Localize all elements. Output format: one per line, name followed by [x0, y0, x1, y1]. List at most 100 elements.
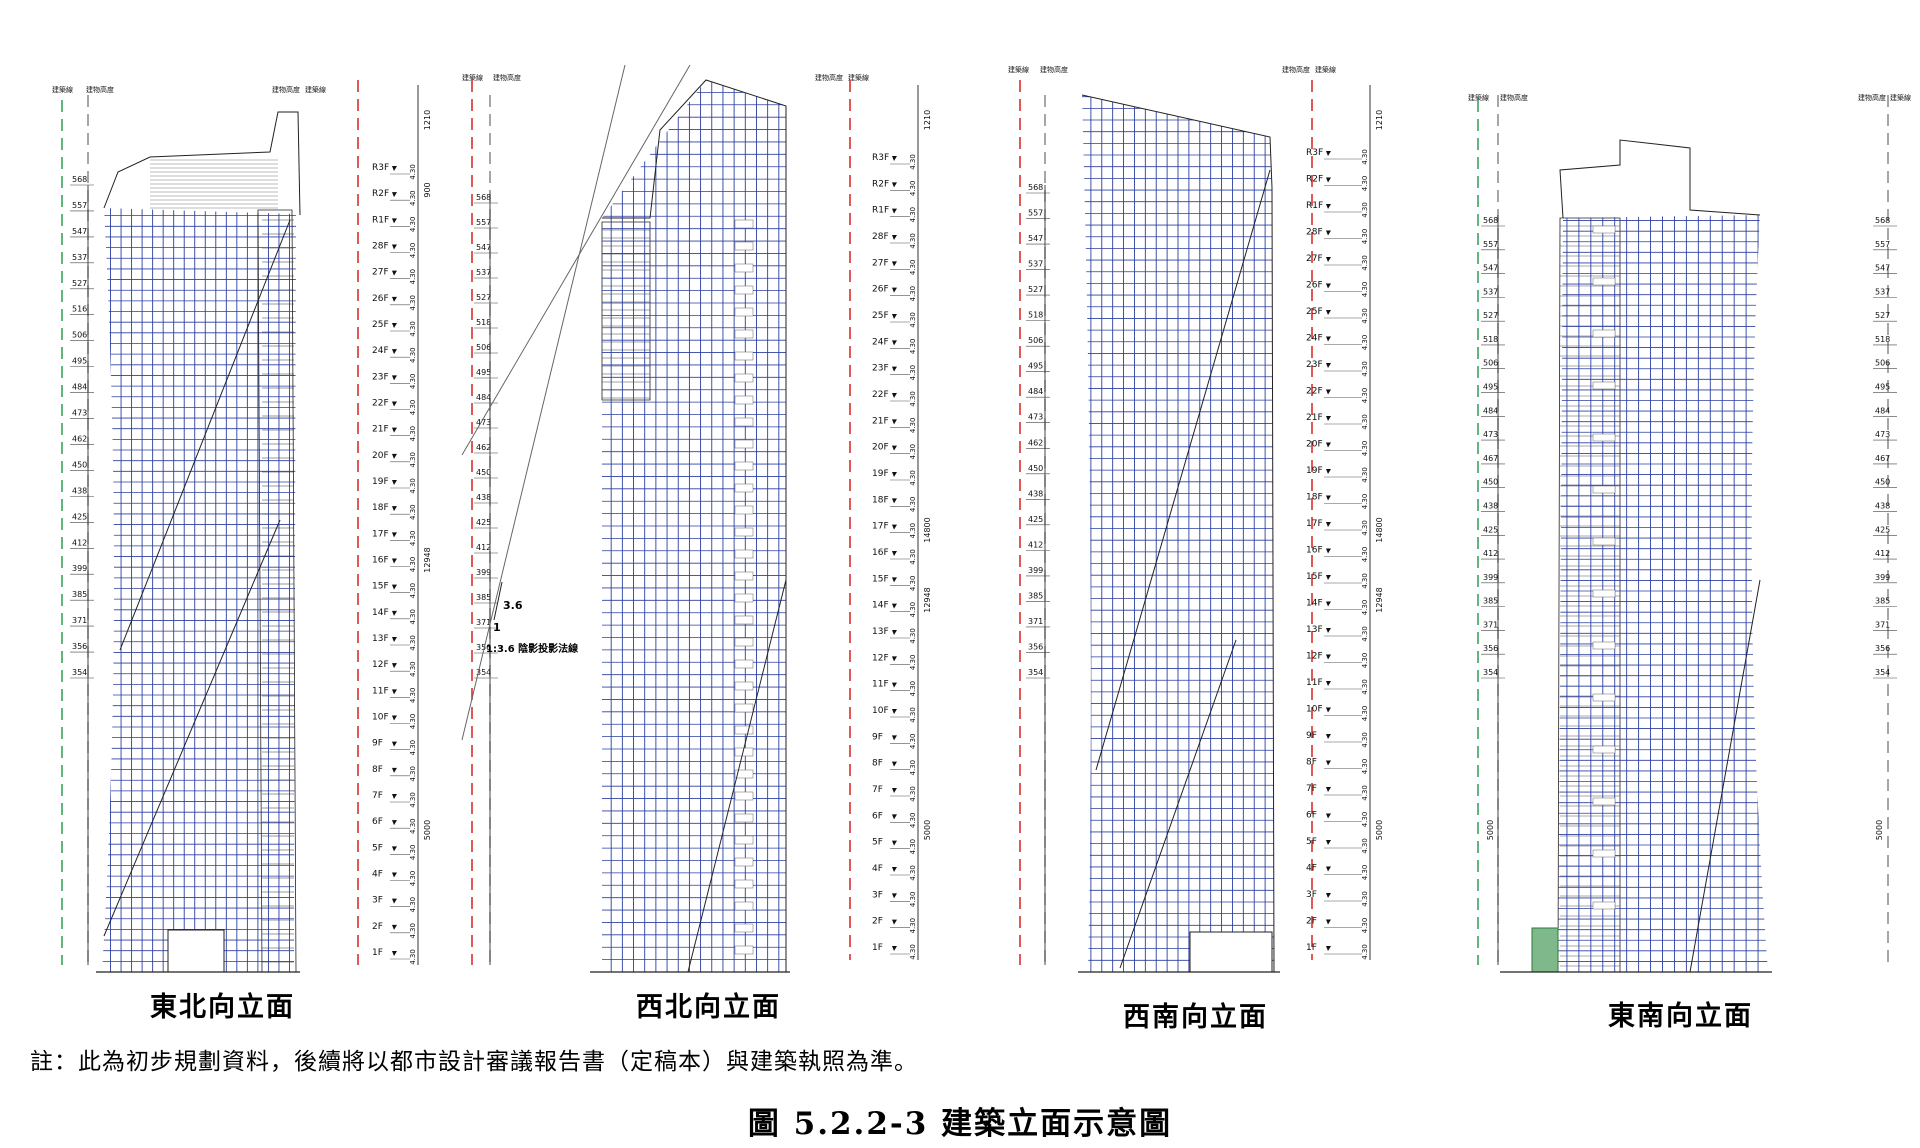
- level-label: 371: [1875, 620, 1890, 629]
- floor-label: R3F: [372, 163, 389, 173]
- floor-height-label: 4.30: [409, 766, 417, 782]
- floor-label: R3F: [872, 153, 889, 163]
- level-label: 568: [72, 175, 87, 184]
- level-label: 425: [72, 512, 87, 521]
- curtain-wall-grid: [1082, 95, 1274, 972]
- header-label: 建築線: [1315, 65, 1336, 74]
- floor-height-label: 4.30: [909, 339, 917, 355]
- level-label: 385: [476, 593, 491, 602]
- diagonal-line: [119, 219, 291, 651]
- floor-height-label: 4.30: [1361, 255, 1369, 271]
- level-label: 356: [1875, 644, 1890, 653]
- floor-label: 15F: [872, 574, 889, 584]
- floor-label: 5F: [872, 838, 883, 848]
- level-label: 425: [1875, 525, 1890, 534]
- level-marker: [892, 867, 897, 872]
- floor-label: 2F: [1306, 917, 1317, 927]
- floor-label: 2F: [372, 922, 383, 932]
- ratio-triangle: [493, 581, 503, 621]
- floor-height-label: 4.30: [909, 655, 917, 671]
- level-marker: [1326, 283, 1331, 289]
- dimension-label: 5000: [1875, 820, 1884, 840]
- floor-label: 23F: [372, 372, 389, 382]
- core-window: [1592, 849, 1616, 858]
- floor-height-label: 4.30: [409, 374, 417, 390]
- core-window: [734, 945, 754, 955]
- floor-label: 6F: [1306, 811, 1317, 821]
- diagonal-line: [687, 579, 787, 973]
- floor-height-label: 4.30: [1361, 149, 1369, 165]
- core-window: [1592, 277, 1616, 286]
- header-label: 建物高度: [815, 73, 843, 82]
- floor-height-label: 4.30: [409, 321, 417, 337]
- dimension-label: 5000: [923, 820, 932, 840]
- floor-label: 12F: [872, 653, 889, 663]
- header-label: 建物高度: [1040, 65, 1068, 74]
- level-label: 537: [1875, 287, 1890, 296]
- floor-label: 17F: [1306, 519, 1323, 529]
- level-label: 547: [476, 243, 491, 252]
- floor-label: 22F: [372, 399, 389, 409]
- floor-height-label: 4.30: [409, 635, 417, 651]
- dimension-label: 12948: [423, 547, 432, 572]
- level-marker: [392, 480, 397, 485]
- floor-height-label: 4.30: [1361, 812, 1369, 828]
- floor-label: 5F: [372, 843, 383, 853]
- level-label: 450: [1875, 478, 1890, 487]
- level-marker: [1326, 946, 1331, 951]
- level-label: 399: [1028, 566, 1043, 575]
- core-window: [734, 505, 754, 515]
- header-label: 建築線: [462, 73, 483, 82]
- floor-label: 23F: [872, 364, 889, 374]
- floor-label: 23F: [1306, 360, 1323, 370]
- floor-label: 27F: [872, 258, 889, 268]
- floor-height-label: 4.30: [909, 154, 917, 170]
- level-marker: [392, 323, 397, 328]
- level-marker: [1326, 866, 1331, 872]
- floor-label: R1F: [872, 206, 889, 216]
- level-marker: [892, 498, 897, 504]
- level-marker: [392, 924, 397, 930]
- level-label: 495: [1483, 383, 1498, 392]
- level-marker: [392, 767, 397, 773]
- level-marker: [1326, 840, 1331, 845]
- floor-height-label: 4.30: [1361, 388, 1369, 404]
- dimension-label: 1210: [1375, 110, 1384, 130]
- core-window: [1592, 745, 1616, 754]
- curtain-wall-grid: [1558, 215, 1768, 972]
- level-label: 399: [1483, 573, 1498, 582]
- level-label: 537: [72, 253, 87, 262]
- core-window: [1592, 537, 1616, 546]
- level-marker: [392, 898, 397, 904]
- floor-label: 4F: [372, 870, 383, 880]
- floor-height-label: 4.30: [909, 260, 917, 276]
- floor-height-label: 4.30: [909, 602, 917, 618]
- floor-label: R2F: [372, 189, 389, 199]
- floor-label: 26F: [872, 285, 889, 295]
- floor-label: 27F: [1306, 254, 1323, 264]
- lower-block: [601, 221, 651, 401]
- floor-height-label: 4.30: [1361, 547, 1369, 563]
- level-label: 467: [1483, 454, 1498, 463]
- tower-outline: [1081, 94, 1275, 973]
- floor-label: R1F: [1306, 201, 1323, 211]
- level-label: 399: [476, 568, 491, 577]
- level-label: 518: [476, 318, 491, 327]
- level-label: 473: [1483, 430, 1498, 439]
- floor-label: 4F: [872, 864, 883, 874]
- core-window: [734, 857, 754, 867]
- header-label: 建築線: [52, 85, 73, 94]
- level-label: 450: [476, 468, 491, 477]
- floor-height-label: 4.30: [1361, 441, 1369, 457]
- floor-label: 9F: [372, 739, 383, 749]
- floor-height-label: 4.30: [909, 418, 917, 434]
- level-marker: [892, 788, 897, 793]
- floor-height-label: 4.30: [1361, 838, 1369, 854]
- floor-height-label: 4.30: [1361, 944, 1369, 960]
- level-marker: [892, 551, 897, 556]
- floor-label: 15F: [372, 582, 389, 592]
- header-label: 建物高度: [272, 85, 300, 94]
- floor-label: 13F: [872, 627, 889, 637]
- floor-height-label: 4.30: [1361, 229, 1369, 245]
- floor-label: 25F: [372, 320, 389, 330]
